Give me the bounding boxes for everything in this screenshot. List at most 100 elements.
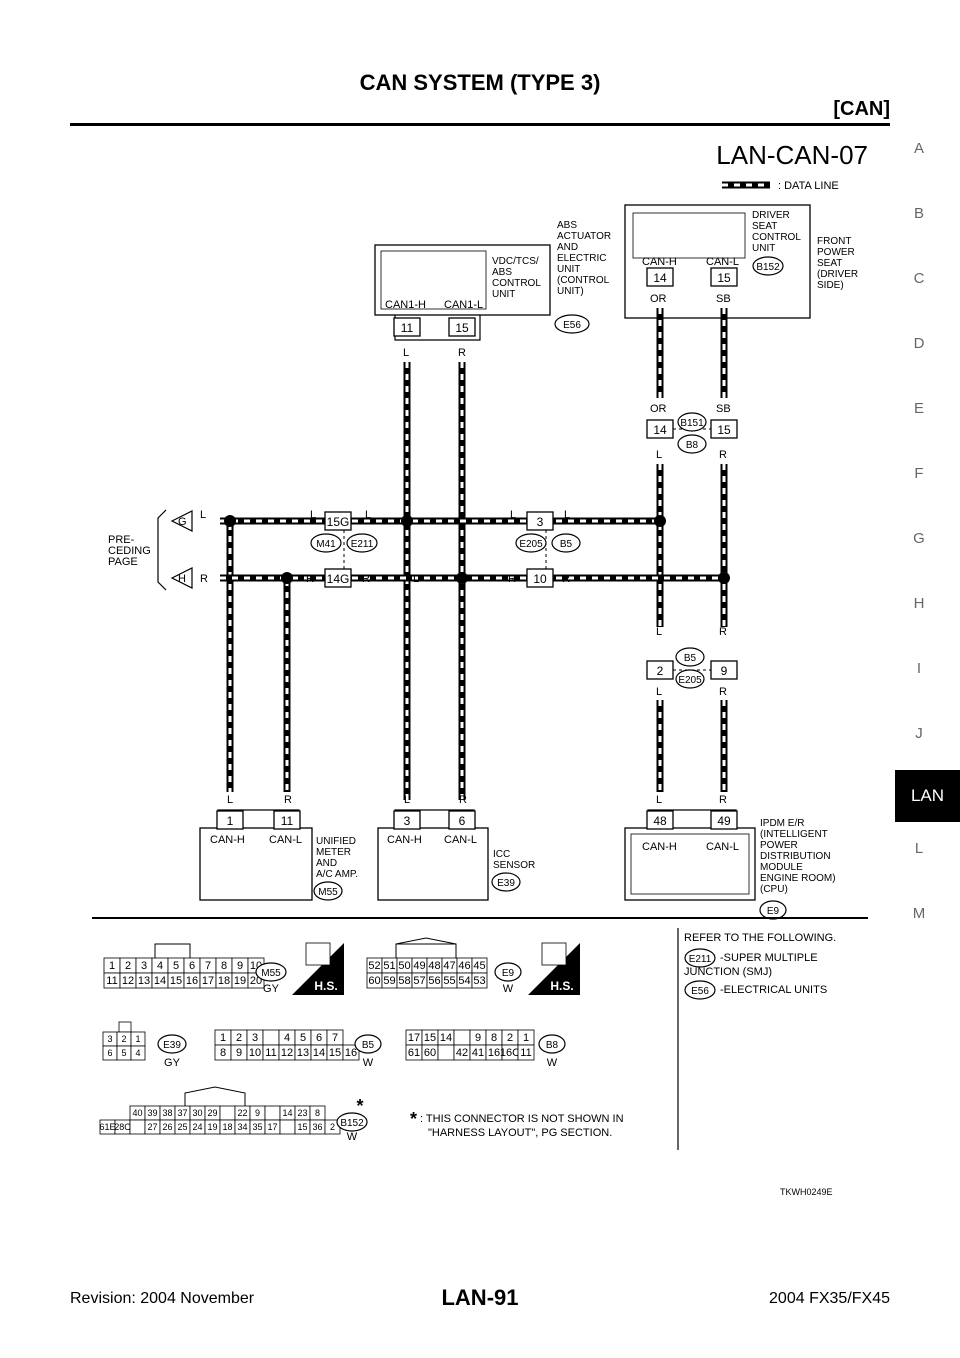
b5-table-pin: 16: [345, 1047, 357, 1059]
vdc-unit-inner: [380, 250, 487, 310]
m55-hs-icon: [292, 943, 344, 995]
seat-outer-label: (DRIVER: [817, 269, 858, 280]
m55-table-pin: 11: [106, 975, 117, 987]
e39-table-pin: 6: [107, 1048, 112, 1058]
e39-table-connector: [157, 1034, 187, 1054]
vdc-outer-label: ELECTRIC: [557, 253, 606, 264]
splice-can-l-meter: [281, 572, 293, 584]
m55-table-pin: 17: [202, 975, 214, 987]
b152-table-pin: 36: [312, 1122, 322, 1132]
b152-table-pin: 2: [330, 1122, 335, 1132]
side-tab-current[interactable]: LAN: [895, 770, 960, 822]
refer-e211-connector-label: E211: [689, 954, 712, 965]
b5-table-cell: [342, 1044, 360, 1061]
side-tab-a[interactable]: A: [913, 140, 924, 157]
meter-wire-l: L: [227, 794, 233, 806]
ipdm-unit-name: (CPU): [760, 884, 788, 895]
b8-table-connector-label: B8: [546, 1040, 559, 1051]
icc-unit-name: ICC: [493, 849, 510, 860]
ipdm-unit-box: [624, 827, 756, 901]
figure-code: TKWH0249E: [780, 1187, 833, 1197]
b152-table-pin: 40: [132, 1108, 142, 1118]
side-tab-i[interactable]: I: [916, 660, 922, 677]
side-tab-b[interactable]: B: [913, 205, 924, 222]
b152-table-pin: 14: [282, 1108, 292, 1118]
side-tab-f[interactable]: F: [914, 465, 924, 482]
side-tab-d[interactable]: D: [913, 335, 925, 352]
b5-connector: [675, 647, 705, 667]
bus-wire-letter: R: [508, 573, 516, 585]
b5-table-pin: 9: [236, 1047, 242, 1059]
side-tab-c[interactable]: C: [913, 270, 925, 287]
ipdm-unit-name: MODULE: [760, 862, 803, 873]
b152-color: W: [347, 1131, 358, 1143]
m55-table-pin: 2: [125, 960, 131, 972]
preceding-arrow-h: [170, 567, 193, 589]
b5-table-pin: 7: [332, 1032, 338, 1044]
b8-table-pin: 15: [424, 1032, 436, 1044]
bus-wire-letter: L: [365, 509, 371, 521]
e205-pin-10-num: 10: [533, 572, 547, 586]
icc-wire-l: L: [404, 794, 410, 806]
m55-table-pin: 16: [186, 975, 198, 987]
seat-outer-label: POWER: [817, 247, 855, 258]
side-tab-l[interactable]: L: [914, 840, 924, 857]
side-tab-e[interactable]: E: [913, 400, 924, 417]
b152-table-pin: 34: [237, 1122, 247, 1132]
icc-wire-r: R: [459, 794, 467, 806]
vdc-pin-h: CAN1-H: [385, 299, 426, 311]
e9-table-pin: 51: [383, 960, 395, 972]
side-tab-g[interactable]: G: [913, 530, 925, 547]
meter-pin-b-num: 11: [281, 814, 294, 828]
vdc-outer-label: ABS: [557, 220, 577, 231]
b152-table-pin: 15: [297, 1122, 307, 1132]
side-tab-m[interactable]: M: [912, 905, 926, 922]
b151-pin-14-num: 14: [653, 423, 667, 437]
m41-connector-label: M41: [316, 539, 336, 550]
ipdm-unit-name: DISTRIBUTION: [760, 851, 831, 862]
e205-pin-3-num: 3: [537, 515, 544, 529]
b5-table-pin: 8: [220, 1047, 226, 1059]
b8-table-cell: [517, 1044, 535, 1061]
note-line-1: : THIS CONNECTOR IS NOT SHOWN IN: [420, 1113, 624, 1125]
b152-table-cell: [219, 1105, 236, 1121]
e211-connector: [346, 533, 378, 553]
refer-title: REFER TO THE FOLLOWING.: [684, 932, 836, 944]
b5-table-pin: 5: [300, 1032, 306, 1044]
bus-wire-letter: R: [306, 573, 314, 585]
seat-pin-h: CAN-H: [642, 256, 677, 268]
vdc-connector-label: E56: [563, 320, 581, 331]
side-tab-h[interactable]: H: [913, 595, 925, 612]
b5-table-pin: 12: [281, 1047, 293, 1059]
e9-table-pin: 56: [428, 975, 440, 987]
preceding-g: G: [178, 516, 187, 528]
splice-can-h-vdc: [401, 515, 413, 527]
preceding-label: CEDING: [108, 545, 151, 557]
e39-color: GY: [164, 1057, 181, 1069]
vdc-pin-l: CAN1-L: [444, 299, 483, 311]
seat-pin-14-num: 14: [653, 271, 667, 285]
ipdm-unit-name: ENGINE ROOM): [760, 873, 836, 884]
ipdm-pin-h: CAN-H: [642, 841, 677, 853]
vdc-outer-label: UNIT): [557, 286, 584, 297]
refer-e211-text-2: JUNCTION (SMJ): [684, 966, 772, 978]
m55-table-pin: 6: [189, 960, 195, 972]
preceding-label: PAGE: [108, 556, 138, 568]
b5-table-pin: 11: [265, 1047, 276, 1059]
b8-table-pin: 60: [424, 1047, 436, 1059]
meter-pin-a: [216, 810, 244, 830]
m41-pin-14g-num: 14G: [327, 572, 350, 586]
ipdm-pin-48: [646, 810, 674, 830]
e9-latch-top: [395, 937, 457, 945]
footer-model: 2004 FX35/FX45: [769, 1290, 890, 1307]
b152-table-pin: 38: [162, 1108, 172, 1118]
meter-connector: [313, 881, 343, 901]
m55-table-pin: 18: [218, 975, 230, 987]
side-tab-j[interactable]: J: [915, 725, 923, 742]
splice-can-h-meter: [224, 515, 236, 527]
meter-unit-name: AND: [316, 858, 337, 869]
b151-wire-sb: SB: [716, 403, 731, 415]
e9-table-connector-label: E9: [502, 968, 515, 979]
diagram-id: LAN-CAN-07: [716, 140, 868, 170]
